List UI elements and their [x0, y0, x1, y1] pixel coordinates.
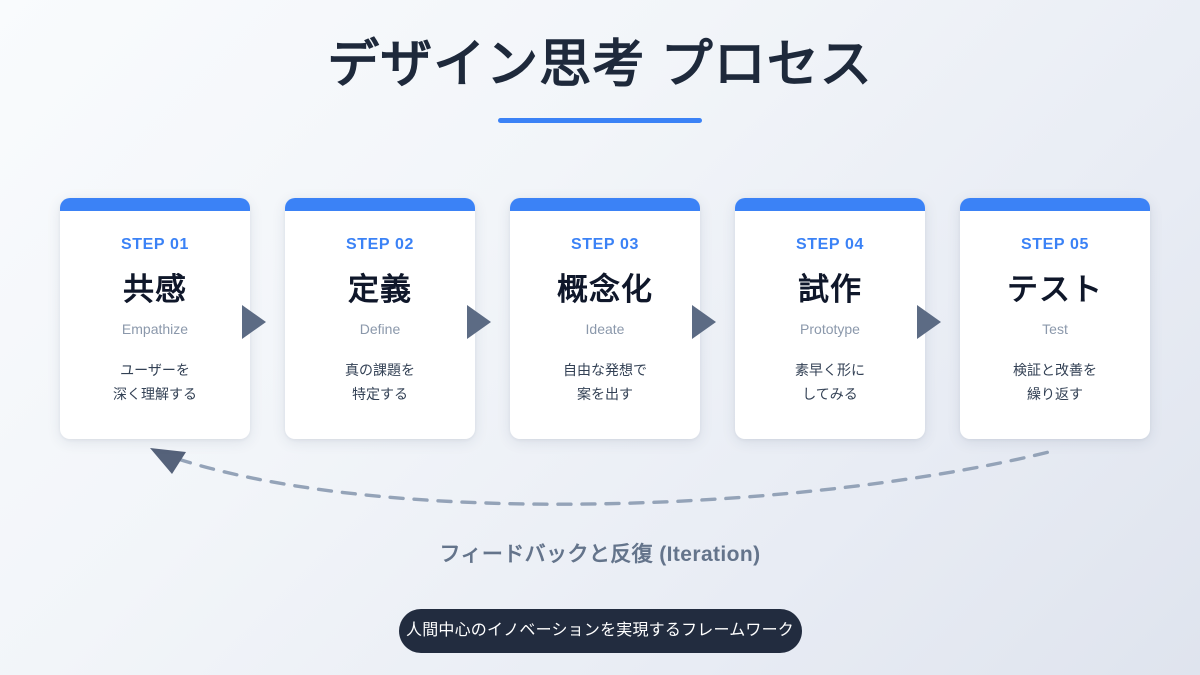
- triangle-right-icon: [692, 305, 716, 339]
- step-card-3[interactable]: STEP 03 概念化 Ideate 自由な発想で 案を出す: [510, 198, 700, 439]
- step-number-label: STEP 04: [796, 236, 864, 253]
- step-title-en: Ideate: [585, 321, 625, 338]
- step-title-en: Prototype: [800, 321, 860, 338]
- page-header: デザイン思考 プロセス: [0, 36, 1200, 123]
- step-title-ja: 共感: [123, 272, 187, 307]
- step-card-4[interactable]: STEP 04 試作 Prototype 素早く形に してみる: [735, 198, 925, 439]
- triangle-right-icon: [242, 305, 266, 339]
- card-body: STEP 03 概念化 Ideate 自由な発想で 案を出す: [510, 211, 700, 439]
- steps-row: STEP 01 共感 Empathize ユーザーを 深く理解する STEP 0…: [60, 198, 1150, 439]
- card-body: STEP 05 テスト Test 検証と改善を 繰り返す: [960, 211, 1150, 439]
- title-underline: [498, 117, 702, 123]
- step-title-en: Empathize: [121, 321, 189, 338]
- step-number-label: STEP 02: [346, 236, 414, 253]
- card-accent-bar: [735, 198, 925, 211]
- step-title-en: Test: [1042, 321, 1068, 338]
- step-description: 素早く形に してみる: [795, 362, 865, 403]
- card-body: STEP 04 試作 Prototype 素早く形に してみる: [735, 211, 925, 439]
- step-title-en: Define: [359, 321, 401, 338]
- step-card-5[interactable]: STEP 05 テスト Test 検証と改善を 繰り返す: [960, 198, 1150, 439]
- feedback-loop-label: フィードバックと反復 (Iteration): [439, 543, 761, 566]
- page-title: デザイン思考 プロセス: [327, 36, 873, 94]
- step-title-ja: テスト: [1007, 272, 1103, 307]
- card-accent-bar: [60, 198, 250, 211]
- card-accent-bar: [285, 198, 475, 211]
- step-description: 自由な発想で 案を出す: [563, 362, 647, 403]
- step-card-2[interactable]: STEP 02 定義 Define 真の課題を 特定する: [285, 198, 475, 439]
- step-description: ユーザーを 深く理解する: [113, 362, 197, 403]
- step-title-ja: 定義: [348, 272, 412, 307]
- footer-pill: 人間中心のイノベーションを実現するフレームワーク: [398, 609, 802, 653]
- card-body: STEP 01 共感 Empathize ユーザーを 深く理解する: [60, 211, 250, 439]
- step-description: 検証と改善を 繰り返す: [1013, 362, 1097, 403]
- triangle-right-icon: [467, 305, 491, 339]
- step-card-1[interactable]: STEP 01 共感 Empathize ユーザーを 深く理解する: [60, 198, 250, 439]
- step-number-label: STEP 05: [1021, 236, 1089, 253]
- triangle-right-icon: [917, 305, 941, 339]
- feedback-dashed-path: [176, 448, 1059, 506]
- card-accent-bar: [510, 198, 700, 211]
- card-accent-bar: [960, 198, 1150, 211]
- footer-tagline: 人間中心のイノベーションを実現するフレームワーク: [405, 622, 795, 639]
- step-number-label: STEP 03: [571, 236, 639, 253]
- footer-banner: 人間中心のイノベーションを実現するフレームワーク: [0, 609, 1200, 653]
- arrowhead-left-icon: [150, 448, 186, 474]
- step-title-ja: 概念化: [557, 272, 653, 307]
- step-number-label: STEP 01: [121, 236, 189, 253]
- card-body: STEP 02 定義 Define 真の課題を 特定する: [285, 211, 475, 439]
- step-title-ja: 試作: [798, 272, 862, 307]
- step-description: 真の課題を 特定する: [345, 362, 415, 403]
